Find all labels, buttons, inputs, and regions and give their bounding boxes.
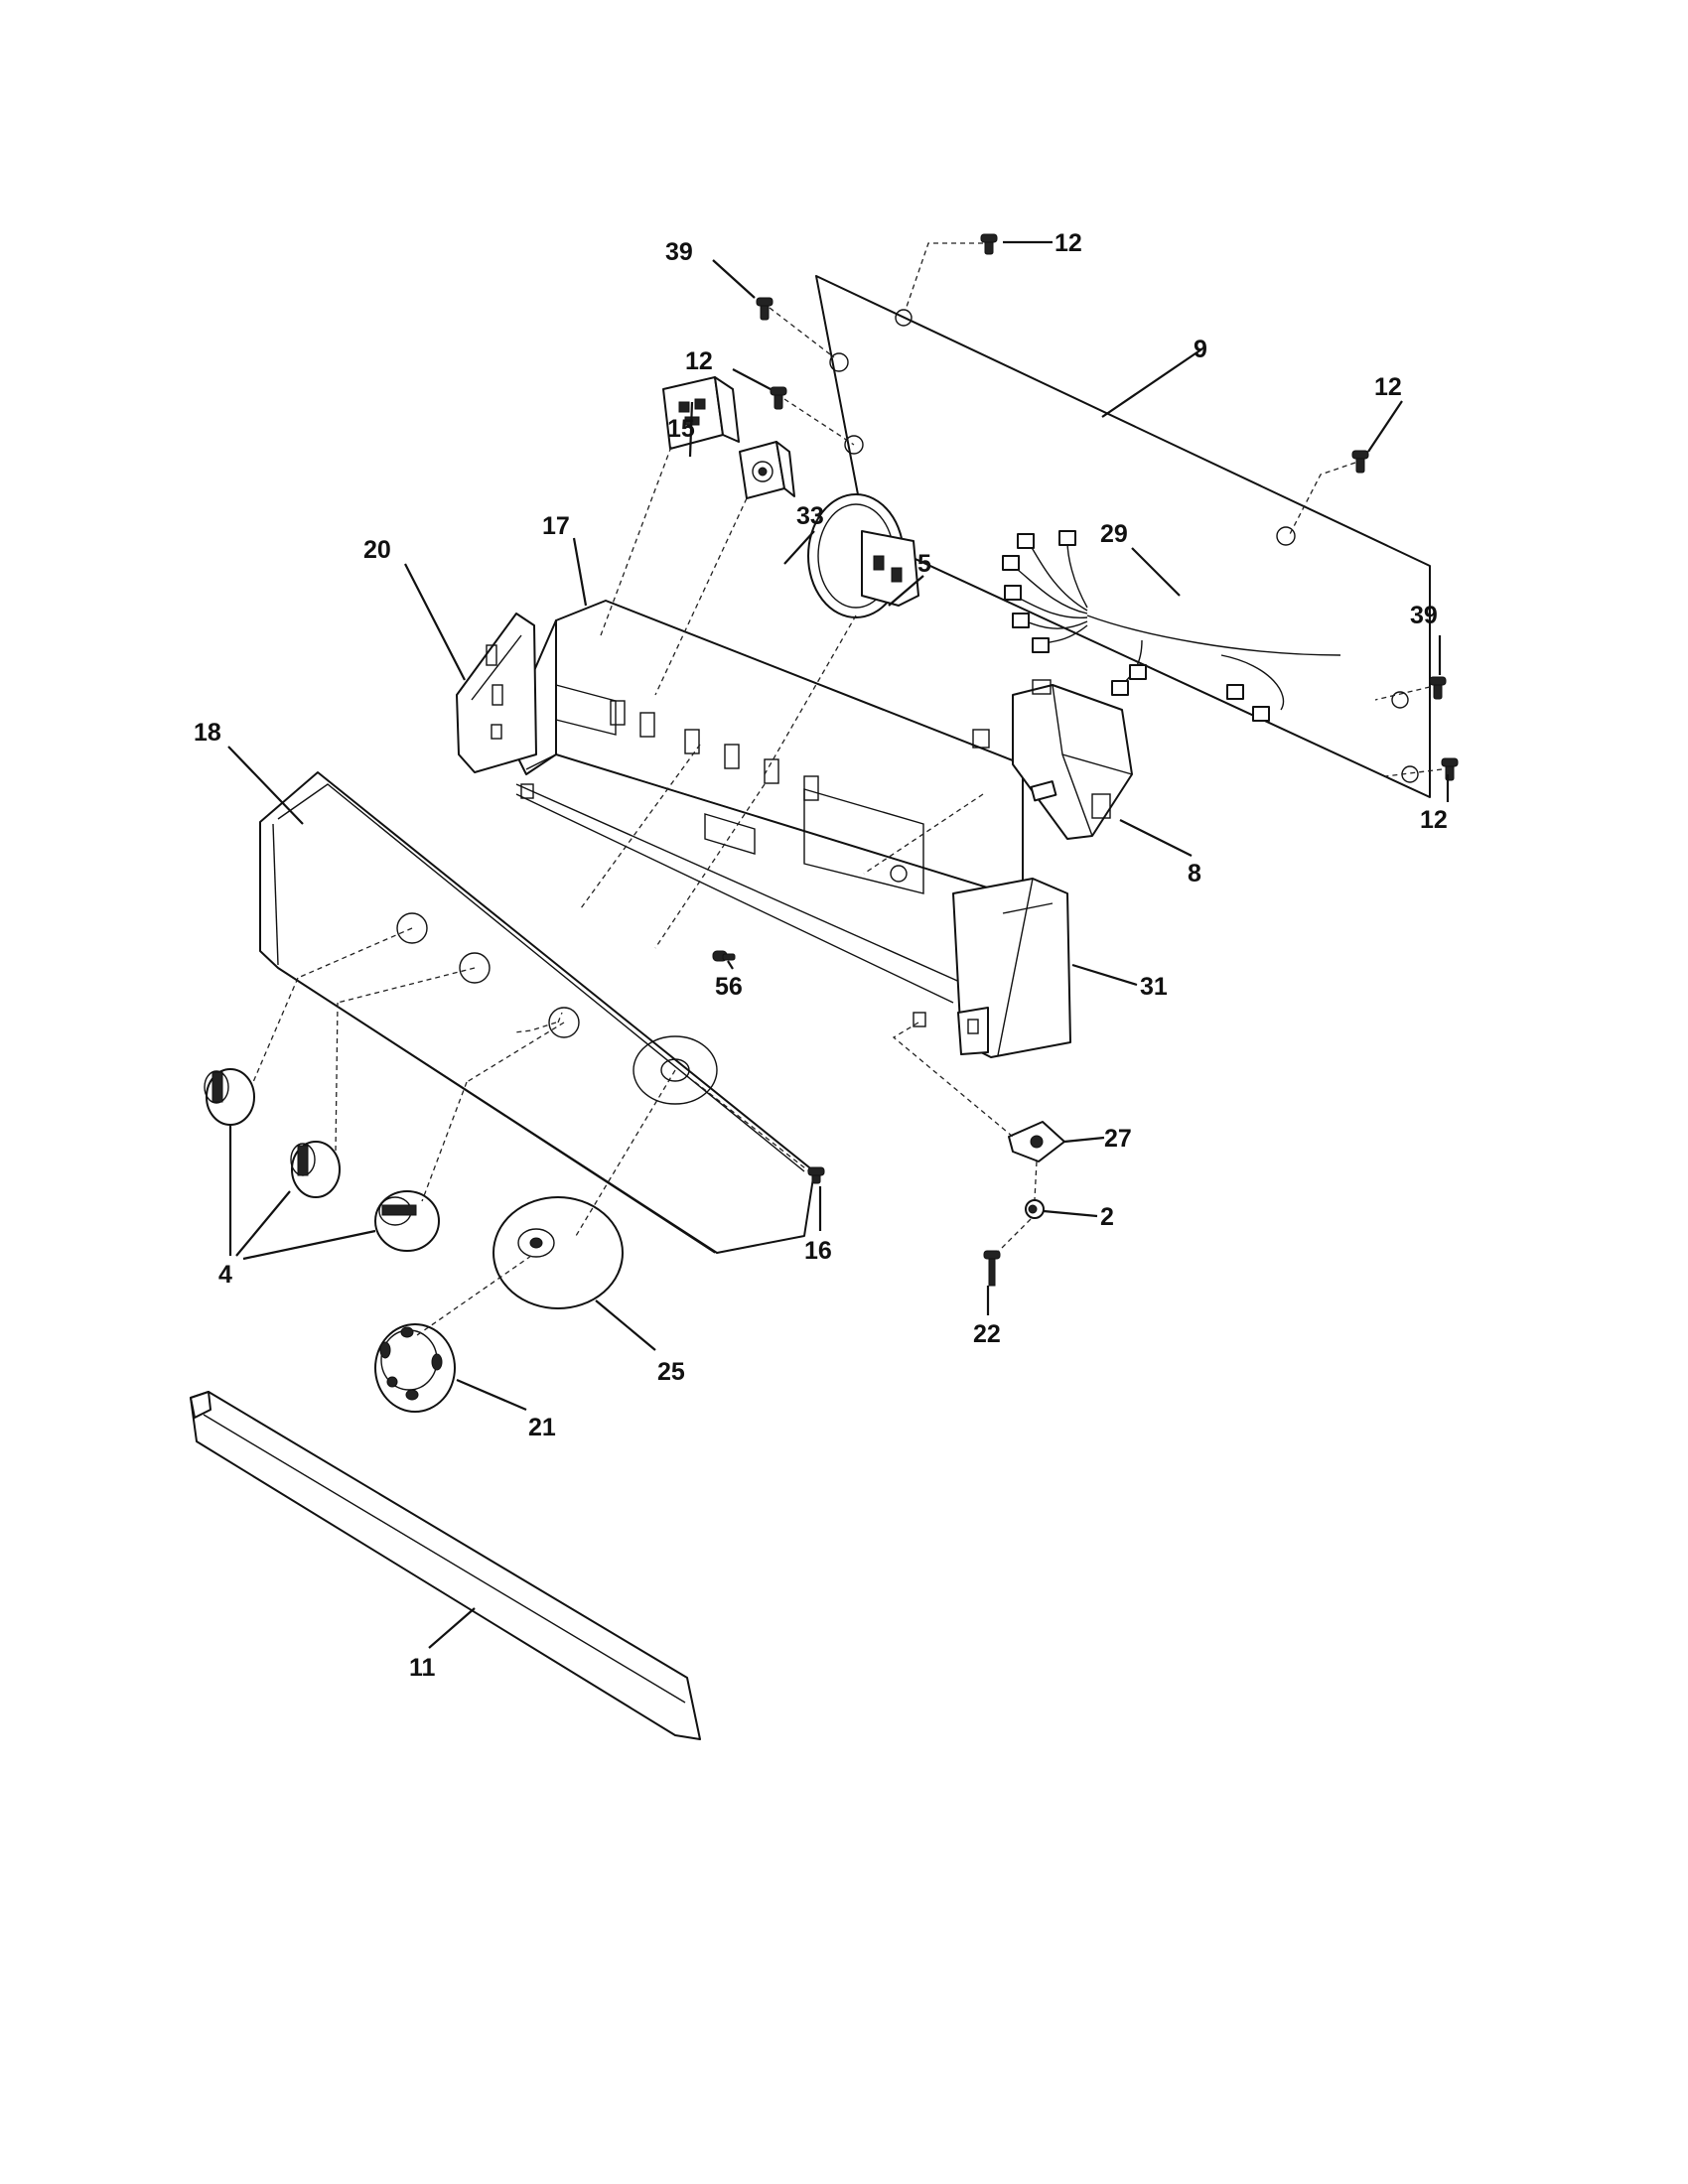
timer-part-8	[972, 679, 1133, 840]
callout-12-bottom: 12	[1420, 806, 1448, 834]
leader-lines	[227, 240, 1450, 1649]
knob-part-21	[374, 1323, 456, 1413]
wire-harness-part-29	[1002, 530, 1341, 722]
screw-part-39-upper	[756, 297, 774, 321]
dial-skirt-part-25	[492, 1196, 624, 1309]
screw-part-12-right	[1351, 450, 1369, 474]
front-panel-part-18	[259, 771, 815, 1254]
switch-part-33	[739, 441, 795, 499]
callout-15: 15	[667, 415, 695, 443]
callout-21: 21	[528, 1414, 556, 1441]
screw-part-12-bottom	[1441, 757, 1459, 781]
callout-18: 18	[194, 719, 221, 747]
screw-part-22	[983, 1250, 1001, 1287]
callout-29: 29	[1100, 520, 1128, 548]
rear-panel-part-9	[815, 275, 1431, 798]
callout-16: 16	[804, 1237, 832, 1265]
timer-part-5	[807, 493, 919, 618]
callout-4: 4	[218, 1261, 232, 1289]
screw-part-39-lower	[1429, 676, 1447, 700]
screw-part-12-top	[980, 233, 998, 255]
callout-39-bottom: 39	[1410, 602, 1438, 629]
screw-part-56	[712, 950, 736, 962]
callout-25: 25	[657, 1358, 685, 1386]
screw-part-12-left	[770, 386, 787, 410]
callout-22: 22	[973, 1320, 1001, 1348]
screw-part-16	[807, 1166, 825, 1184]
spacer-part-2	[1025, 1199, 1045, 1219]
callout-9: 9	[1194, 336, 1207, 363]
knob-part-4-a	[204, 1068, 255, 1126]
callout-5: 5	[917, 550, 931, 578]
end-cap-part-20	[456, 613, 537, 773]
callout-56: 56	[715, 973, 743, 1001]
bracket-part-27	[1008, 1121, 1065, 1162]
callout-31: 31	[1140, 973, 1168, 1001]
callout-11: 11	[409, 1654, 436, 1682]
callout-27: 27	[1104, 1125, 1132, 1153]
callout-12-top: 12	[1055, 229, 1082, 257]
callout-8: 8	[1188, 860, 1201, 887]
knob-part-4-b	[290, 1141, 341, 1198]
console-part-17	[505, 600, 1024, 1027]
trim-strip-part-11	[190, 1391, 701, 1740]
callout-39-top: 39	[665, 238, 693, 266]
callout-labels: 39 12 12 9 12 15 33 17 20 5 29 39 12 18 …	[194, 229, 1448, 1682]
end-cap-part-31	[952, 878, 1071, 1058]
callout-33: 33	[796, 502, 824, 530]
callout-17: 17	[542, 512, 570, 540]
switch-part-15	[662, 376, 740, 450]
callout-12-left: 12	[685, 347, 713, 375]
knob-part-4-c	[374, 1190, 440, 1252]
callout-2: 2	[1100, 1203, 1114, 1231]
callout-20: 20	[363, 536, 391, 564]
callout-12-right: 12	[1374, 373, 1402, 401]
alignment-lines	[252, 242, 1443, 1336]
